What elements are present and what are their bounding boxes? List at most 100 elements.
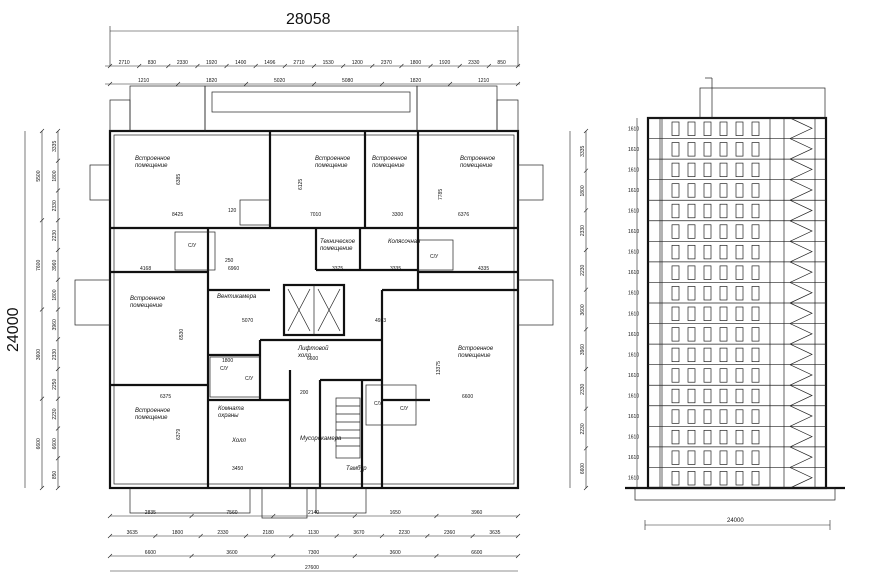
section-window: [703, 388, 712, 404]
section-window: [735, 306, 744, 321]
section-window: [671, 265, 680, 280]
floor-height-label: 1610: [628, 147, 639, 153]
section-window: [719, 183, 728, 198]
top-dim: 1920: [439, 60, 450, 66]
section-window: [735, 429, 744, 445]
left-dim-outer: 3335: [52, 141, 58, 152]
section-window: [735, 327, 744, 342]
section-window: [671, 203, 680, 219]
interior-dim: 4923: [375, 318, 386, 324]
left-dim-outer: 850: [52, 471, 58, 480]
section-window: [719, 368, 728, 383]
interior-dim: 6530: [179, 329, 185, 340]
section-window: [671, 244, 680, 260]
bottom-dim-2: 2230: [399, 530, 410, 536]
section-window: [703, 244, 712, 260]
interior-dim: 3335: [390, 266, 401, 272]
right-dim: 2230: [580, 423, 586, 434]
section-window: [703, 347, 712, 363]
floor-height-label: 1610: [628, 414, 639, 420]
section-window: [735, 409, 744, 424]
right-dim: 3960: [580, 344, 586, 355]
interior-dim: 8425: [172, 212, 183, 218]
right-dim: 2330: [580, 225, 586, 236]
section-window: [687, 183, 696, 198]
section-window: [735, 265, 744, 280]
floor-height-label: 1610: [628, 394, 639, 400]
section-window: [671, 409, 680, 424]
section-window: [751, 203, 760, 219]
interior-dim: 6376: [458, 212, 469, 218]
interior-dim: 6125: [298, 179, 304, 190]
section-window: [735, 450, 744, 465]
section-window: [719, 203, 728, 219]
section-window: [687, 224, 696, 239]
left-dim-outer: 3960: [52, 260, 58, 271]
section-window: [703, 409, 712, 424]
section-window: [719, 409, 728, 424]
interior-dim: 5070: [242, 318, 253, 324]
interior-dim: 3375: [332, 266, 343, 272]
section-window: [671, 121, 680, 136]
section-window: [703, 327, 712, 342]
stair-flight: [789, 179, 813, 201]
top-dim: 2710: [119, 60, 130, 66]
stair-flight: [789, 384, 813, 407]
small-label: С/У: [245, 376, 254, 382]
section-window: [719, 265, 728, 280]
left-dim-outer: 2330: [52, 349, 58, 360]
section-window: [719, 286, 728, 301]
stair-flight: [789, 138, 813, 160]
section-window: [703, 450, 712, 465]
roof-structure: [699, 87, 826, 119]
section-window: [751, 121, 760, 136]
small-label: С/У: [430, 254, 439, 260]
small-label: С/У: [374, 401, 383, 407]
bottom-dim-2: 1800: [172, 530, 183, 536]
section-window: [719, 471, 728, 486]
section-window: [735, 162, 744, 178]
interior-dim: 3450: [232, 466, 243, 472]
room-label: Тамбур: [346, 466, 367, 472]
top-dim-2: 1210: [478, 78, 489, 84]
section-window: [735, 183, 744, 198]
right-dim: 2230: [580, 264, 586, 275]
overall-width-label: 28058: [286, 11, 331, 28]
section-window: [671, 306, 680, 321]
top-dim: 2330: [177, 60, 188, 66]
interior-dim: 6960: [228, 266, 239, 272]
stair-flight: [789, 199, 813, 222]
section-window: [735, 244, 744, 260]
top-dim: 1530: [323, 60, 334, 66]
left-dim-inner: 5500: [36, 170, 42, 181]
stair-flight: [789, 117, 813, 139]
top-dim: 1200: [352, 60, 363, 66]
section-window: [671, 224, 680, 239]
right-dim: 2330: [580, 383, 586, 394]
bottom-dim-1: 3960: [471, 510, 482, 516]
stair-flight: [789, 405, 813, 427]
interior-dim: 6385: [176, 174, 182, 185]
bottom-dim-2: 3635: [127, 530, 138, 536]
section-window: [719, 142, 728, 157]
small-label: С/У: [220, 366, 229, 372]
left-dim-outer: 1800: [52, 289, 58, 300]
floor-height-label: 1610: [628, 167, 639, 173]
section-window: [703, 224, 712, 239]
floor-height-label: 1610: [628, 209, 639, 215]
top-dim-2: 1820: [206, 78, 217, 84]
interior-dim: 4168: [140, 266, 151, 272]
floor-height-label: 1610: [628, 332, 639, 338]
room-label: Холл: [231, 438, 246, 444]
interior-dim: 7010: [310, 212, 321, 218]
section-window: [703, 183, 712, 198]
